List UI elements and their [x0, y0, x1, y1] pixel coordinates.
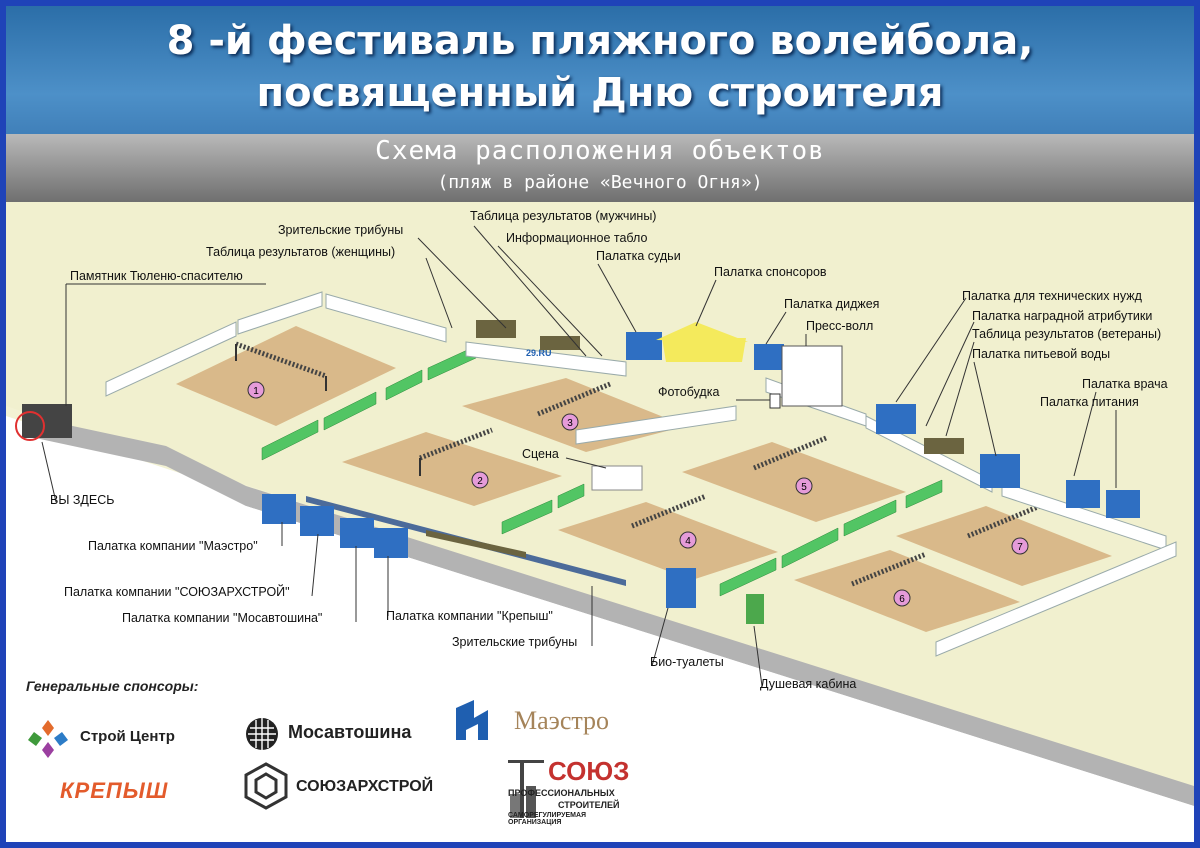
soyuz-builders-logo: СОЮЗ ПРОФЕССИОНАЛЬНЫХ СТРОИТЕЛЕЙ САМОРЕГ…	[506, 750, 636, 826]
green-fences	[261, 345, 943, 597]
label-krepysh-tent: Палатка компании "Крепыш"	[386, 609, 553, 623]
label-monument: Памятник Тюленю-спасителю	[70, 269, 243, 283]
court-1	[176, 326, 396, 426]
you-are-here-marker	[15, 411, 45, 441]
judge-tent-icon	[626, 332, 662, 360]
sponsors-heading: Генеральные спонсоры:	[26, 678, 199, 694]
hex-icon	[244, 762, 288, 810]
label-info-board: Информационное табло	[506, 231, 647, 245]
subtitle-band	[6, 134, 1194, 202]
maestro-text: Маэстро	[514, 706, 610, 735]
krepysh-tent-icon	[374, 528, 408, 558]
label-judge-tent: Палатка судьи	[596, 249, 681, 263]
page-title-line1: 8 -й фестиваль пляжного волейбола,	[166, 18, 1034, 64]
page-title-line2: посвященный Дню строителя	[256, 70, 944, 116]
tech-tent-icon	[876, 404, 916, 434]
photo-booth-icon	[769, 393, 781, 409]
court-marker-6: 6	[899, 594, 905, 605]
label-water-tent: Палатка питьевой воды	[972, 347, 1110, 361]
food-tent-icon	[1106, 490, 1140, 518]
tent-icons	[15, 322, 1140, 624]
label-sponsors-tent: Палатка спонсоров	[714, 265, 827, 279]
maestro-logo: Маэстро	[456, 700, 646, 744]
soyuzarkhstroy-text: СОЮЗАРХСТРОЙ	[296, 778, 434, 795]
soyuz-sub2: СТРОИТЕЛЕЙ	[558, 800, 620, 810]
tribunes-bottom	[306, 496, 626, 586]
soyuz-sub3: САМОРЕГУЛИРУЕМАЯ ОРГАНИЗАЦИЯ	[508, 812, 587, 826]
subtitle: Схема расположения объектов	[375, 136, 825, 166]
banner-walls: 29.RU	[105, 291, 1177, 657]
shower-icon	[746, 594, 764, 624]
monument-icon	[22, 404, 72, 438]
label-shower: Душевая кабина	[760, 677, 856, 691]
label-press-wall: Пресс-волл	[806, 319, 873, 333]
court-marker-2: 2	[477, 476, 483, 487]
award-tent-icon	[980, 454, 1020, 488]
label-tribunes-top: Зрительские трибуны	[278, 223, 403, 237]
court-marker-5: 5	[801, 482, 807, 493]
site-map: 1 2 3 4 5 6 7	[6, 202, 1194, 842]
soyuz-sub1: ПРОФЕССИОНАЛЬНЫХ	[508, 788, 615, 798]
crane-icon	[508, 760, 544, 818]
label-maestro-tent: Палатка компании "Маэстро"	[88, 539, 258, 553]
label-food-tent: Палатка питания	[1040, 395, 1139, 409]
toilets-icon	[666, 568, 696, 608]
map-frame: 8 -й фестиваль пляжного волейбола, посвя…	[6, 6, 1194, 842]
tire-icon	[246, 718, 278, 750]
label-tribunes-bottom: Зрительские трибуны	[452, 635, 577, 649]
label-results-men: Таблица результатов (мужчины)	[470, 209, 656, 223]
label-results-veterans: Таблица результатов (ветераны)	[972, 327, 1161, 341]
label-scene: Сцена	[522, 447, 559, 461]
maestro-icon	[456, 700, 488, 740]
court-4	[558, 493, 778, 580]
soyuz-tent-icon	[300, 506, 334, 536]
court-marker-1: 1	[253, 386, 259, 397]
soyuzarkhstroy-logo: СОЮЗАРХСТРОЙ	[244, 762, 444, 810]
court-marker-4: 4	[685, 536, 691, 547]
label-photo-booth: Фотобудка	[658, 385, 719, 399]
sponsors-tent-icon	[662, 338, 746, 362]
court-6	[794, 550, 1020, 632]
mosavto-tent-icon	[340, 518, 374, 548]
label-you-are-here: ВЫ ЗДЕСЬ	[50, 493, 114, 507]
stroy-center-icon	[28, 720, 68, 758]
krepysh-logo: КРЕПЫШ	[26, 776, 216, 806]
scene-icon	[591, 465, 643, 491]
soyuz-text: СОЮЗ	[548, 756, 630, 786]
label-award-tent: Палатка наградной атрибутики	[972, 309, 1152, 323]
label-soyuz-tent: Палатка компании "СОЮЗАРХСТРОЙ"	[64, 584, 290, 599]
dj-tent-icon	[754, 344, 784, 370]
krepysh-text: КРЕПЫШ	[60, 778, 169, 803]
label-mosavto-tent: Палатка компании "Мосавтошина"	[122, 611, 322, 625]
mosavtoshina-logo: Мосавтошина	[244, 714, 444, 754]
banner-29ru: 29.RU	[526, 348, 552, 358]
label-tech-tent: Палатка для технических нужд	[962, 289, 1143, 303]
mosavtoshina-text: Мосавтошина	[288, 722, 412, 742]
label-dj-tent: Палатка диджея	[784, 297, 879, 311]
leader-lines	[41, 225, 1117, 687]
court-2	[342, 427, 562, 506]
court-markers: 1 2 3 4 5 6 7	[247, 381, 1029, 607]
court-marker-3: 3	[567, 418, 573, 429]
stroy-center-logo: Строй Центр	[26, 716, 226, 760]
label-results-women: Таблица результатов (женщины)	[206, 245, 395, 259]
court-7	[896, 503, 1112, 586]
label-toilets: Био-туалеты	[650, 655, 724, 669]
label-doctor-tent: Палатка врача	[1082, 377, 1168, 391]
court-5	[682, 435, 906, 522]
court-marker-7: 7	[1017, 542, 1023, 553]
doctor-tent-icon	[1066, 480, 1100, 508]
location-subtitle: (пляж в районе «Вечного Огня»)	[437, 172, 763, 193]
stroy-center-text: Строй Центр	[80, 728, 175, 745]
tribunes-top	[476, 320, 964, 454]
press-wall-icon	[781, 345, 843, 407]
maestro-tent-icon	[262, 494, 296, 524]
